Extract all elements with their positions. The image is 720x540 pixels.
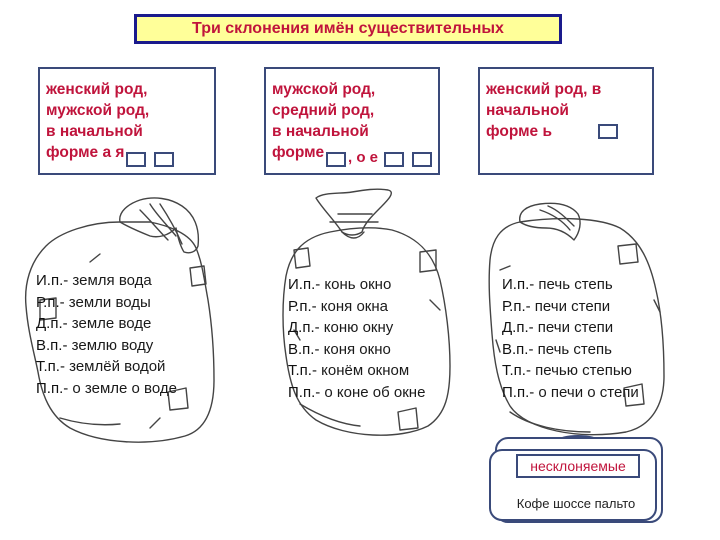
case-row: П.п.- о земле о воде bbox=[36, 379, 177, 397]
case-row: Д.п.- земле воде bbox=[36, 315, 152, 332]
case-row: Р.п.- земли воды bbox=[36, 293, 151, 311]
sack-2-icon bbox=[282, 227, 451, 436]
case-row: И.п.- конь окно bbox=[288, 276, 392, 293]
ending-slot-second-1[interactable] bbox=[326, 152, 346, 167]
case-row: Р.п.- коня окна bbox=[288, 297, 388, 315]
case-row: И.п.- земля вода bbox=[36, 272, 152, 289]
sack-2-top-icon bbox=[315, 188, 392, 236]
sack-3-top-icon bbox=[519, 202, 581, 241]
ending-text-second: , о е bbox=[348, 149, 379, 166]
case-row: Д.п.- коню окну bbox=[288, 319, 394, 336]
case-row: В.п.- землю воду bbox=[36, 336, 154, 354]
indeclinable-block: несклоняемые Кофе шоссе пальто bbox=[488, 432, 664, 524]
case-row: Т.п.- конём окном bbox=[288, 362, 410, 379]
ending-slot-third-1[interactable] bbox=[598, 124, 618, 139]
case-row: Т.п.- землёй водой bbox=[36, 358, 166, 375]
case-row: П.п.- о коне об окне bbox=[288, 383, 426, 401]
case-row: Р.п.- печи степи bbox=[502, 297, 611, 315]
sack-1-icon bbox=[24, 221, 215, 443]
rule-text-second: мужской род, средний род, в начальной фо… bbox=[272, 81, 376, 161]
ending-slot-second-3[interactable] bbox=[412, 152, 432, 167]
case-row: Д.п.- печи степи bbox=[502, 319, 614, 336]
sack-3-icon bbox=[488, 217, 665, 436]
ending-slot-first-1[interactable] bbox=[126, 152, 146, 167]
declension-list-second: И.п.- конь окно Р.п.- коня окна Д.п.- ко… bbox=[288, 274, 425, 403]
ending-slot-second-2[interactable] bbox=[384, 152, 404, 167]
indeclinable-examples: Кофе шоссе пальто bbox=[516, 496, 636, 511]
case-row: П.п.- о печи о степи bbox=[502, 383, 639, 401]
rule-card-first-declension: женский род, мужской род, в начальной фо… bbox=[38, 67, 216, 175]
rule-card-second-declension: мужской род, средний род, в начальной фо… bbox=[264, 67, 440, 175]
case-row: В.п.- коня окно bbox=[288, 340, 391, 358]
rule-text-first: женский род, мужской род, в начальной фо… bbox=[46, 81, 150, 161]
rule-text-third: женский род, в начальной форме ь bbox=[486, 81, 602, 140]
declension-list-third: И.п.- печь степь Р.п.- печи степи Д.п.- … bbox=[502, 274, 639, 403]
slide-title: Три склонения имён существительных bbox=[134, 14, 562, 44]
rule-card-third-declension: женский род, в начальной форме ь bbox=[478, 67, 654, 175]
indeclinable-title: несклоняемые bbox=[516, 454, 640, 478]
case-row: В.п.- печь степь bbox=[502, 340, 612, 358]
declension-list-first: И.п.- земля вода Р.п.- земли воды Д.п.- … bbox=[36, 270, 177, 399]
case-row: И.п.- печь степь bbox=[502, 276, 613, 293]
ending-slot-first-2[interactable] bbox=[154, 152, 174, 167]
case-row: Т.п.- печью степью bbox=[502, 362, 632, 379]
sack-1-top-icon bbox=[119, 197, 200, 254]
